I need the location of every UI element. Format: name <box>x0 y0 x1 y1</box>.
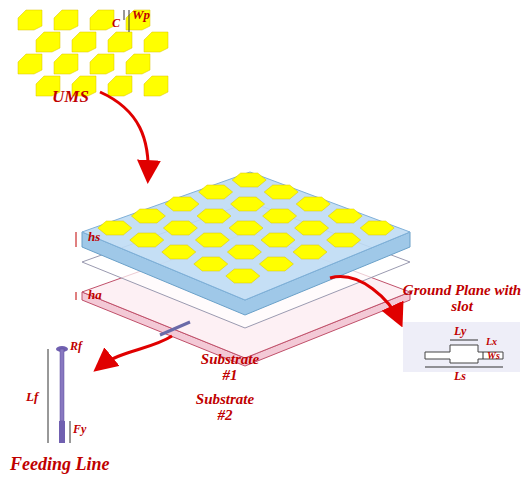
patch <box>259 257 293 271</box>
feed-rod <box>60 349 64 421</box>
patch <box>54 10 78 30</box>
patch <box>295 221 329 235</box>
patch <box>264 185 298 199</box>
feed-end <box>59 421 65 443</box>
patch <box>197 209 231 223</box>
patch <box>194 257 228 271</box>
label: UMS <box>52 88 89 106</box>
patch <box>163 221 197 235</box>
label: C <box>112 17 120 30</box>
dimension-line <box>70 421 71 443</box>
patch <box>360 221 394 235</box>
label: Lx <box>486 337 497 348</box>
label: Ls <box>454 370 466 383</box>
patch <box>18 10 42 30</box>
hs-dimension <box>76 232 77 247</box>
dimension-line <box>124 10 125 20</box>
patch-array <box>98 173 394 283</box>
patch <box>130 233 164 247</box>
ha-dimension <box>76 292 77 300</box>
patch <box>232 173 266 187</box>
patch <box>162 245 196 259</box>
label: Substrate #1 <box>195 352 265 384</box>
label: Fy <box>73 423 86 436</box>
patch <box>144 76 168 96</box>
patch <box>261 233 295 247</box>
patch <box>36 32 60 52</box>
label: Ly <box>454 325 466 338</box>
dimension-line <box>483 352 484 359</box>
label: Ws <box>487 351 500 362</box>
label: Substrate #2 <box>190 392 260 424</box>
label: hs <box>88 230 100 244</box>
ground-inset-panel <box>403 322 520 372</box>
pointer-arrow <box>100 92 148 178</box>
patch <box>327 233 361 247</box>
patch <box>144 32 168 52</box>
feed-line <box>160 322 190 335</box>
label: ha <box>88 288 102 302</box>
slot <box>425 345 503 363</box>
label: Ground Plane with slot <box>400 283 524 315</box>
patch <box>293 245 327 259</box>
patch <box>226 269 260 283</box>
patch <box>72 32 96 52</box>
patch <box>54 54 78 74</box>
patch <box>108 76 132 96</box>
patch <box>227 245 261 259</box>
label: Lf <box>26 390 38 404</box>
pointer-arrow <box>98 336 172 368</box>
patch <box>199 185 233 199</box>
dimension-line <box>129 10 130 32</box>
pointer-arrow <box>330 277 400 322</box>
patch <box>98 221 132 235</box>
label: Wp <box>132 8 150 22</box>
patch <box>90 54 114 74</box>
patch <box>165 197 199 211</box>
ums-inset <box>18 10 168 96</box>
dimension-line <box>48 349 49 443</box>
dimension-line <box>450 340 478 341</box>
patch <box>131 209 165 223</box>
patch <box>195 233 229 247</box>
patch <box>18 54 42 74</box>
patch <box>90 10 114 30</box>
patch <box>126 54 150 74</box>
patch <box>231 197 265 211</box>
label: Rf <box>70 340 82 353</box>
patch <box>296 197 330 211</box>
dimension-line <box>425 367 503 368</box>
patch <box>263 209 297 223</box>
patch <box>328 209 362 223</box>
patch <box>229 221 263 235</box>
patch <box>108 32 132 52</box>
label: Feeding Line <box>10 455 110 474</box>
